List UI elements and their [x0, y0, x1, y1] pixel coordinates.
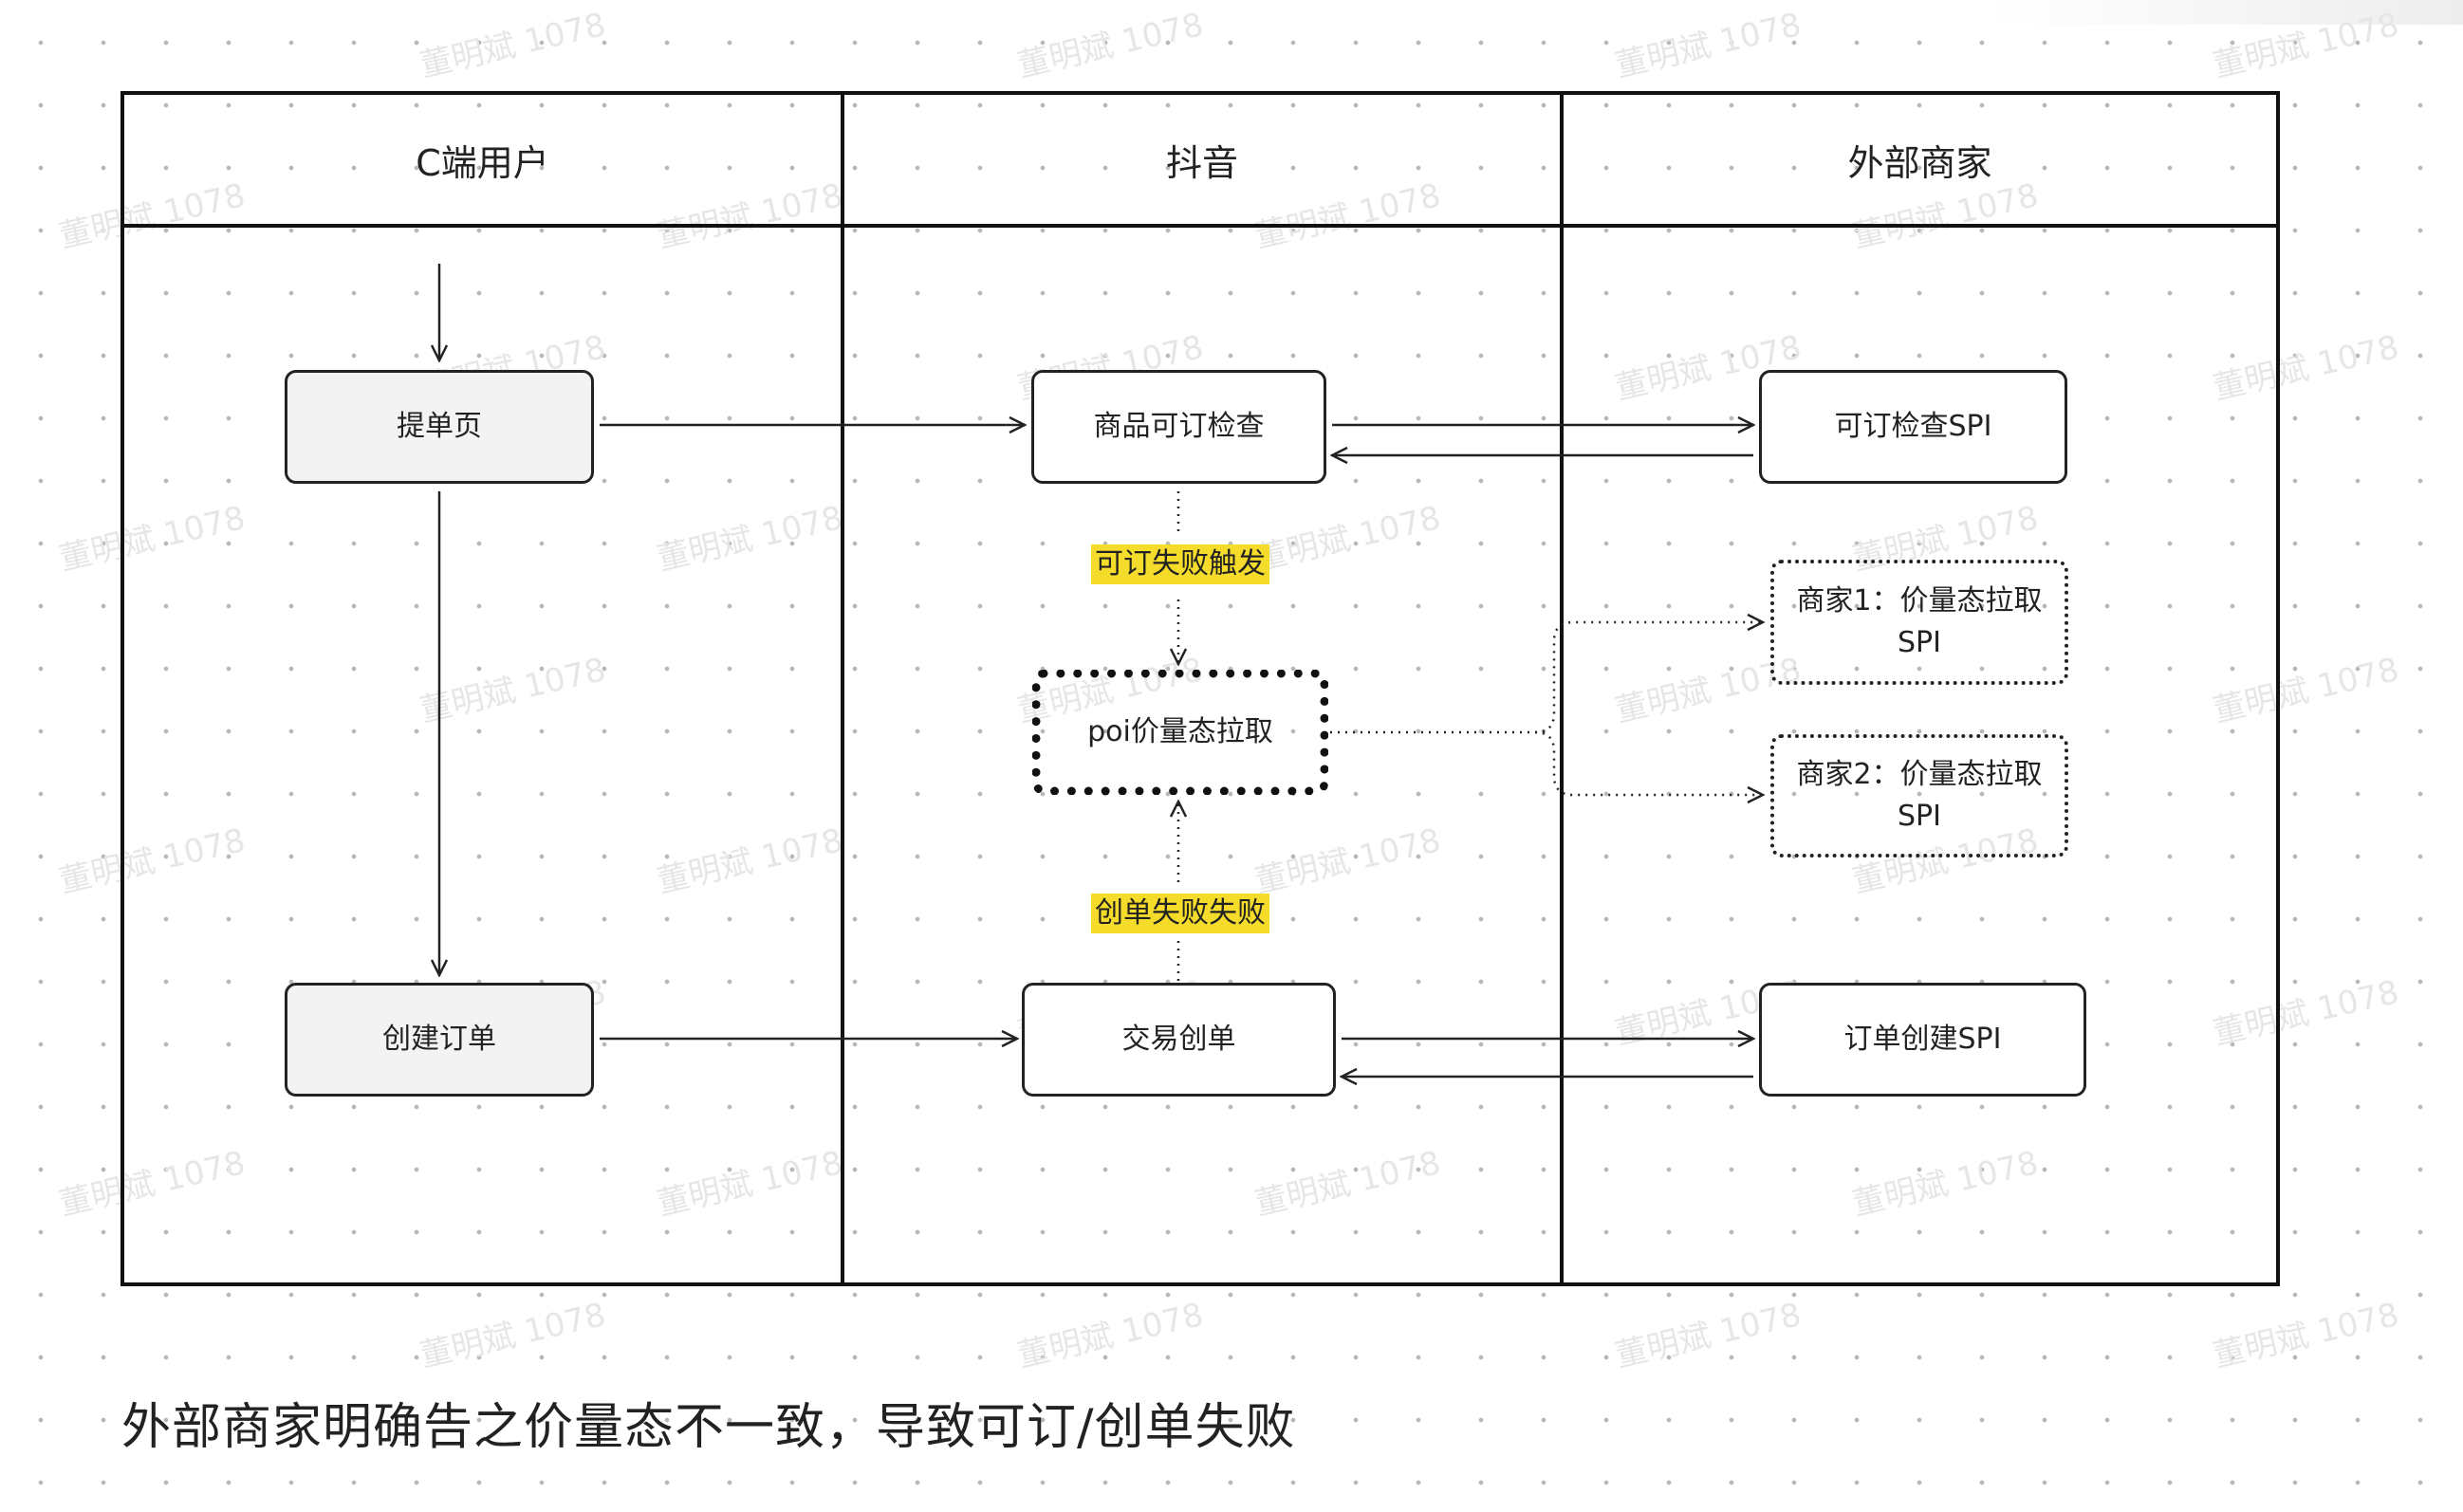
node-merchant2-spi-label: 商家2：价量态拉取 SPI [1796, 758, 2043, 833]
corner-fade [1989, 0, 2463, 25]
node-order-page[interactable]: 提单页 [285, 370, 594, 484]
node-create-order-label: 创建订单 [382, 1023, 496, 1056]
node-order-spi-label: 订单创建SPI [1843, 1023, 2002, 1056]
dotted-brace-to-merchant2 [1534, 730, 1763, 795]
lane-header-merchant: 外部商家 [1847, 141, 1992, 184]
node-poi-fetch[interactable]: poi价量态拉取 [1032, 670, 1328, 795]
dotted-brace-to-merchant1 [1534, 622, 1763, 734]
node-merchant2-spi[interactable]: 商家2：价量态拉取 SPI [1770, 734, 2068, 857]
lane-header-c-user: C端用户 [416, 141, 549, 184]
node-merchant1-spi[interactable]: 商家1：价量态拉取 SPI [1770, 560, 2068, 685]
node-merchant1-spi-label: 商家1：价量态拉取 SPI [1796, 584, 2043, 659]
node-order-spi[interactable]: 订单创建SPI [1759, 983, 2086, 1097]
node-create-order[interactable]: 创建订单 [285, 983, 594, 1097]
node-order-page-label: 提单页 [397, 410, 482, 443]
node-poi-fetch-label: poi价量态拉取 [1087, 715, 1273, 748]
node-product-check-label: 商品可订检查 [1093, 410, 1265, 443]
lane-divider-1 [841, 91, 844, 1286]
lane-header-douyin: 抖音 [1165, 141, 1238, 184]
tag-check-fail: 可订失败触发 [1091, 544, 1269, 584]
diagram-caption: 外部商家明确告之价量态不一致，导致可订/创单失败 [121, 1399, 1296, 1456]
node-product-check[interactable]: 商品可订检查 [1031, 370, 1326, 484]
header-divider [120, 224, 2280, 228]
tag-create-fail: 创单失败失败 [1091, 894, 1269, 933]
node-check-spi-label: 可订检查SPI [1834, 410, 1992, 443]
node-check-spi[interactable]: 可订检查SPI [1759, 370, 2067, 484]
node-trade-create-label: 交易创单 [1121, 1023, 1236, 1056]
lane-divider-2 [1560, 91, 1564, 1286]
swimlane-frame [120, 91, 2280, 1286]
node-trade-create[interactable]: 交易创单 [1022, 983, 1336, 1097]
